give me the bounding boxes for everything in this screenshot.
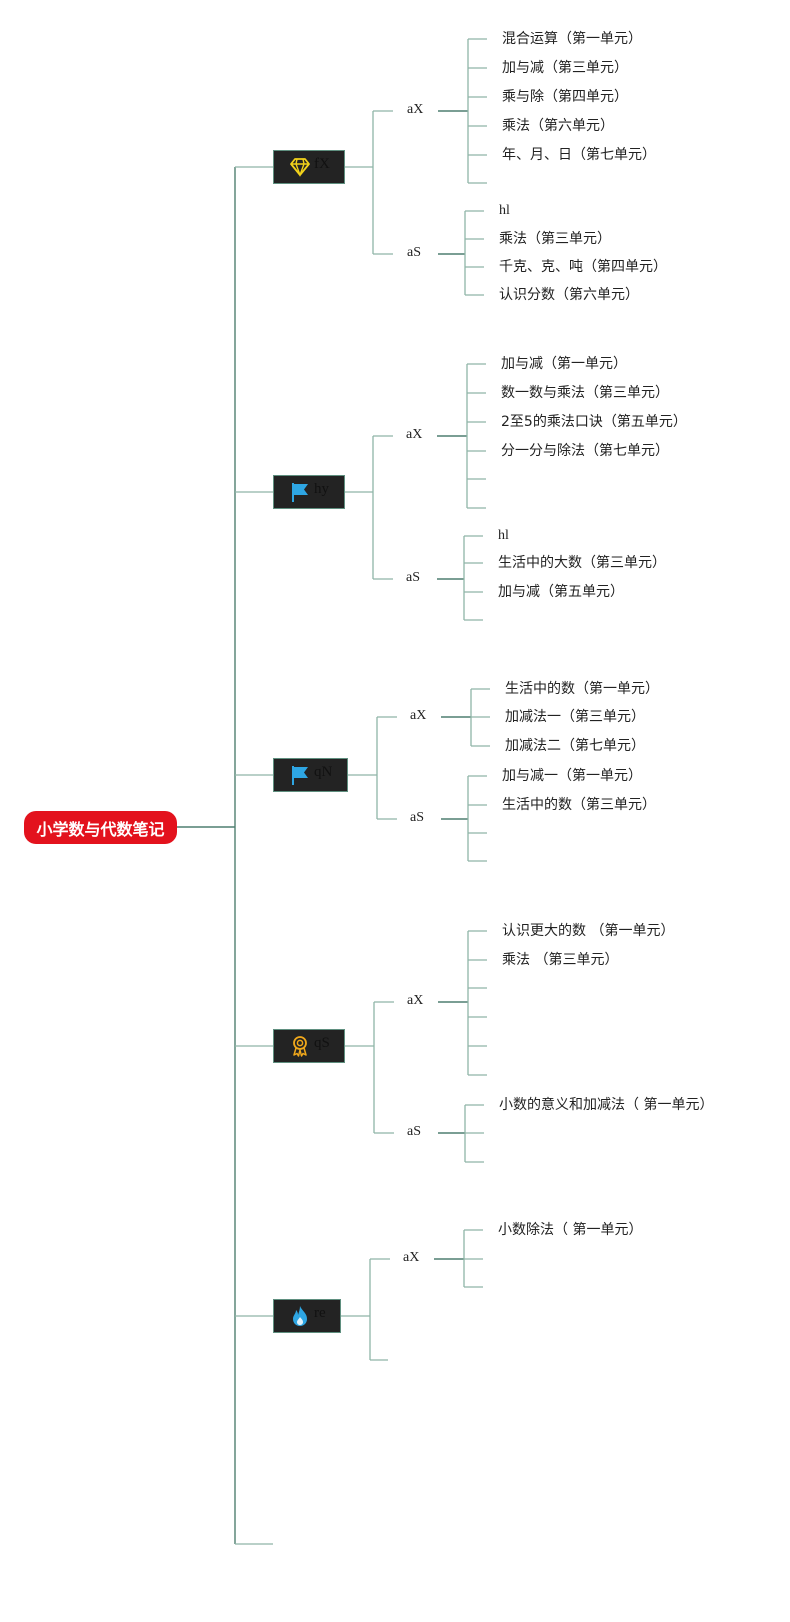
topic-label: qS bbox=[314, 1034, 330, 1051]
topic-label: hy bbox=[314, 480, 329, 497]
diamond-icon bbox=[289, 156, 311, 178]
award-icon bbox=[289, 1035, 311, 1057]
leaf-node[interactable]: 2至5的乘法口诀（第五单元） bbox=[501, 414, 687, 430]
root-label: 小学数与代数笔记 bbox=[36, 819, 165, 839]
leaf-node[interactable]: 乘法 （第三单元） bbox=[502, 952, 619, 968]
leaf-node[interactable]: 分一分与除法（第七单元） bbox=[501, 443, 669, 459]
leaf-node[interactable]: 乘法（第三单元） bbox=[499, 231, 611, 247]
leaf-node[interactable]: 认识更大的数 （第一单元） bbox=[502, 923, 675, 939]
leaf-node[interactable]: 生活中的数（第三单元） bbox=[502, 797, 656, 813]
subtopic-aS[interactable]: aS bbox=[406, 570, 420, 585]
topic-node-re[interactable]: re bbox=[273, 1299, 341, 1333]
leaf-node[interactable]: 生活中的数（第一单元） bbox=[505, 681, 659, 697]
leaf-node[interactable]: 乘法（第六单元） bbox=[502, 118, 614, 134]
subtopic-aS[interactable]: aS bbox=[410, 810, 424, 825]
topic-node-fX[interactable]: fX bbox=[273, 150, 345, 184]
topic-node-hy[interactable]: hy bbox=[273, 475, 345, 509]
fire-icon bbox=[289, 1305, 311, 1327]
leaf-node[interactable]: 加与减（第三单元） bbox=[502, 60, 628, 76]
subtopic-aX[interactable]: aX bbox=[403, 1250, 420, 1265]
subtopic-aS[interactable]: aS bbox=[407, 1124, 421, 1139]
subtopic-aX[interactable]: aX bbox=[407, 993, 424, 1008]
leaf-node[interactable]: 千克、克、吨（第四单元） bbox=[499, 259, 667, 275]
leaf-node[interactable]: hl bbox=[499, 203, 510, 218]
leaf-node[interactable]: 年、月、日（第七单元） bbox=[502, 147, 656, 163]
leaf-node[interactable]: 加与减（第五单元） bbox=[498, 584, 624, 600]
leaf-node[interactable]: 乘与除（第四单元） bbox=[502, 89, 628, 105]
leaf-node[interactable]: 加减法一（第三单元） bbox=[505, 709, 645, 725]
flag-icon bbox=[289, 764, 311, 786]
flag-icon bbox=[289, 481, 311, 503]
topic-node-qN[interactable]: qN bbox=[273, 758, 348, 792]
subtopic-aS[interactable]: aS bbox=[407, 245, 421, 260]
root-node[interactable]: 小学数与代数笔记 bbox=[24, 811, 177, 844]
subtopic-aX[interactable]: aX bbox=[410, 708, 427, 723]
leaf-node[interactable]: 加与减一（第一单元） bbox=[502, 768, 642, 784]
leaf-node[interactable]: 生活中的大数（第三单元） bbox=[498, 555, 666, 571]
topic-label: fX bbox=[314, 155, 330, 172]
subtopic-aX[interactable]: aX bbox=[407, 102, 424, 117]
leaf-node[interactable]: hl bbox=[498, 528, 509, 543]
leaf-node[interactable]: 小数除法（ 第一单元） bbox=[498, 1222, 643, 1238]
leaf-node[interactable]: 加与减（第一单元） bbox=[501, 356, 627, 372]
topic-node-qS[interactable]: qS bbox=[273, 1029, 345, 1063]
topic-label: qN bbox=[314, 763, 333, 780]
leaf-node[interactable]: 小数的意义和加减法（ 第一单元） bbox=[499, 1097, 714, 1113]
subtopic-aX[interactable]: aX bbox=[406, 427, 423, 442]
leaf-node[interactable]: 加减法二（第七单元） bbox=[505, 738, 645, 754]
leaf-node[interactable]: 混合运算（第一单元） bbox=[502, 31, 642, 47]
leaf-node[interactable]: 认识分数（第六单元） bbox=[499, 287, 639, 303]
topic-label: re bbox=[314, 1304, 326, 1321]
leaf-node[interactable]: 数一数与乘法（第三单元） bbox=[501, 385, 669, 401]
